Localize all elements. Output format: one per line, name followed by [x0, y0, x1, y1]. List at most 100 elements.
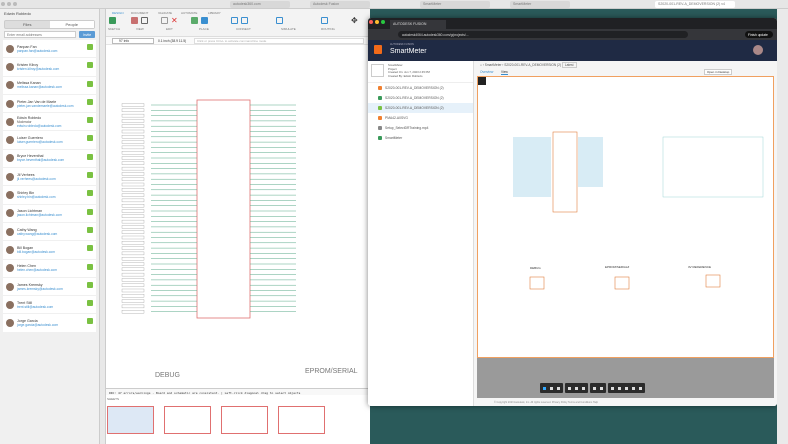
person-email[interactable]: panpan.fan@autodesk.com: [17, 48, 58, 53]
bus-icon[interactable]: [241, 17, 248, 24]
person-email[interactable]: bill.bogan@autodesk.com: [17, 249, 55, 254]
invite-button[interactable]: Invite: [79, 31, 95, 38]
person-email[interactable]: trent.still@autodesk.com: [17, 304, 54, 309]
simulate-icon[interactable]: [276, 17, 283, 24]
tab-people[interactable]: People: [49, 21, 94, 28]
settings-tools[interactable]: [608, 383, 645, 393]
person-email[interactable]: pieter-jan.vandemaele@autodesk.com: [17, 103, 74, 108]
person-email[interactable]: bryce.heventhal@autodesk.com: [17, 158, 65, 163]
person-email[interactable]: melissa.kanan@autodesk.com: [17, 85, 62, 90]
tab[interactable]: Autodesk Fusion: [310, 1, 370, 8]
file-name: S2020-001-REV-A_DEMOVERSION (2): [385, 86, 444, 90]
copy-icon[interactable]: [161, 17, 168, 24]
ribbon-tab-design[interactable]: DESIGN: [112, 11, 124, 15]
place-icon[interactable]: [201, 17, 208, 24]
window-close-button[interactable]: [1, 2, 5, 6]
person-email[interactable]: jason.lichtman@autodesk.com: [17, 213, 62, 218]
layers-icon[interactable]: [131, 17, 138, 24]
file-item[interactable]: SmartMeter: [368, 133, 473, 143]
crumb[interactable]: S2020-001-REV-A_DEMOVERSION (2): [504, 63, 561, 67]
person-email[interactable]: edwin.robledo@autodesk.com: [17, 123, 62, 128]
invite-email-input[interactable]: [4, 31, 76, 38]
url-input[interactable]: autodesk4064.autodesk360.com/g/projects/…: [398, 31, 688, 38]
person-email[interactable]: helen.chen@autodesk.com: [17, 268, 58, 273]
schematic-sheet[interactable]: DEBUG EPROM/SERIAL# 3V REFERENCE: [477, 76, 774, 358]
net-label: [121, 182, 145, 187]
user-menu[interactable]: Edwin Robledo: [4, 11, 31, 16]
person-name: Edwin Robledo: [17, 115, 42, 120]
route-icon[interactable]: [321, 17, 328, 24]
tab[interactable]: autodesk360.com: [230, 1, 290, 8]
nav-tools[interactable]: [540, 383, 563, 393]
browser-tab[interactable]: AUTODESK FUSION: [390, 20, 446, 29]
person-email[interactable]: jil.verhees@autodesk.com: [17, 176, 56, 181]
markup-tools[interactable]: [590, 383, 606, 393]
tab[interactable]: SmartMeter: [420, 1, 490, 8]
person-email[interactable]: shirley.bin@autodesk.com: [17, 195, 56, 200]
tab-files[interactable]: Files: [23, 22, 32, 27]
file-item[interactable]: Setup_SelectDRTraining.mp4: [368, 123, 473, 133]
person-email[interactable]: cathy.wang@autodesk.com: [17, 231, 58, 236]
layer-select[interactable]: 97 Info: [112, 38, 154, 44]
sheet-thumb-1[interactable]: [107, 406, 154, 434]
open-in-desktop-button[interactable]: Open in Desktop: [704, 69, 733, 75]
sketch-icon[interactable]: [109, 17, 116, 24]
tab-view[interactable]: View: [501, 70, 508, 75]
window-max-button[interactable]: [13, 2, 17, 6]
ribbon-tab-document[interactable]: DOCUMENT: [131, 11, 149, 15]
ribbon-tab-library[interactable]: LIBRARY: [208, 11, 221, 15]
finish-update-button[interactable]: Finish update: [745, 31, 773, 38]
command-line[interactable]: Click or press Ctrl+L to activate comman…: [194, 38, 364, 44]
zoom-icon[interactable]: [141, 17, 148, 24]
fusion-badge-icon: [87, 44, 93, 50]
fusion-badge-icon: [87, 245, 93, 252]
person-email[interactable]: james.kremsky@autodesk.com: [17, 286, 63, 291]
version-select[interactable]: Latest: [561, 62, 577, 68]
tab[interactable]: SmartMeter: [510, 1, 570, 8]
avatar[interactable]: [753, 45, 763, 55]
tab-overview[interactable]: Overview: [480, 70, 494, 74]
file-item[interactable]: S2020-001-REV-A_DEMOVERSION (2): [368, 83, 473, 93]
document-icon[interactable]: [478, 77, 486, 85]
schematic-canvas[interactable]: [106, 45, 370, 388]
delete-icon[interactable]: ✕: [171, 16, 178, 25]
app-header: AUTODESK FUSION SmartMeter: [368, 40, 777, 61]
ribbon-tab-automate[interactable]: AUTOMATE: [181, 11, 198, 15]
window-min-button[interactable]: [7, 2, 11, 6]
crumb[interactable]: SmartMeter: [484, 63, 502, 67]
file-item-selected[interactable]: S2020-001-REV-A_DEMOVERSION (2): [368, 103, 473, 113]
sheet-thumb-4[interactable]: [278, 406, 325, 434]
person-email[interactable]: luiser.guerriero@autodesk.com: [17, 140, 63, 145]
move-icon[interactable]: ✥: [351, 16, 358, 25]
file-icon: [378, 116, 382, 120]
tab-active[interactable]: S2020-001-REV-A_DEMOVERSION (2) v4: [655, 1, 735, 8]
person-email[interactable]: jorge.garcia@autodesk.com: [17, 323, 59, 328]
add-part-icon[interactable]: [191, 17, 198, 24]
measure-tools[interactable]: [565, 383, 588, 393]
ribbon-tab-validate[interactable]: VALIDATE: [158, 11, 173, 15]
net-icon[interactable]: [231, 17, 238, 24]
sheet-thumb-3[interactable]: [221, 406, 268, 434]
person-email[interactable]: kristen.kilroy@autodesk.com: [17, 66, 60, 71]
sheet-thumb-2[interactable]: [164, 406, 211, 434]
vertical-tab-strip[interactable]: [100, 9, 106, 444]
file-item[interactable]: S2020-001-REV-A_DEMOVERSION (2): [368, 93, 473, 103]
file-item[interactable]: PMA42-A0SVG: [368, 113, 473, 123]
